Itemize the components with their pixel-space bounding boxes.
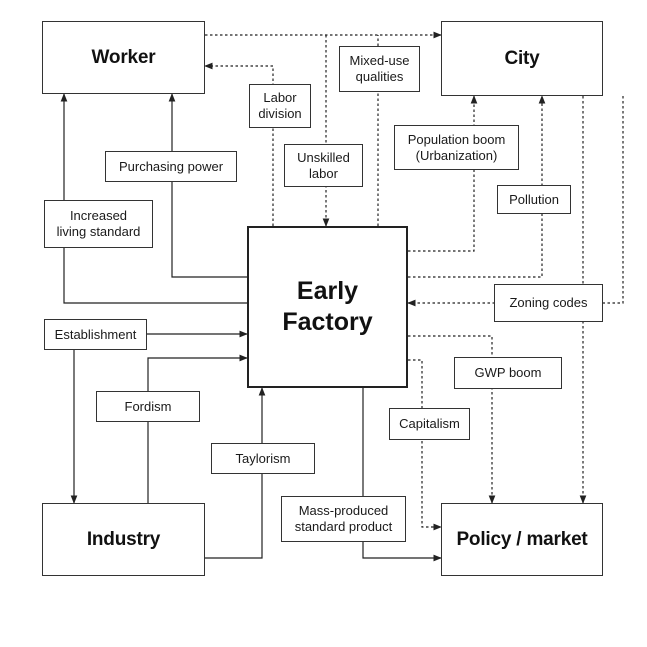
edge-mass-produced (362, 388, 442, 562)
label-gwp-boom: GWP boom (454, 357, 562, 389)
label-mixed-use-qualities: Mixed-use qualities (339, 46, 420, 92)
label-population-boom: Population boom (Urbanization) (394, 125, 519, 170)
label-taylorism: Taylorism (211, 443, 315, 474)
label-zoning-codes: Zoning codes (494, 284, 603, 322)
edge-purchasing-power (168, 93, 247, 278)
label-pollution: Pollution (497, 185, 571, 214)
edge-fordism (147, 354, 248, 503)
label-unskilled-labor: Unskilled labor (284, 144, 363, 187)
node-policy-market: Policy / market (441, 503, 603, 576)
label-capitalism: Capitalism (389, 408, 470, 440)
node-city: City (441, 21, 603, 96)
node-early-factory: Early Factory (247, 226, 408, 388)
edge-capitalism (408, 359, 442, 531)
label-establishment: Establishment (44, 319, 147, 350)
label-purchasing-power: Purchasing power (105, 151, 237, 182)
edge-labor-division (204, 62, 274, 226)
label-mass-produced-standard-product: Mass-produced standard product (281, 496, 406, 542)
edge-living-standard (60, 93, 247, 304)
label-labor-division: Labor division (249, 84, 311, 128)
node-industry: Industry (42, 503, 205, 576)
label-fordism: Fordism (96, 391, 200, 422)
edge-gwp-boom (408, 335, 496, 504)
node-worker: Worker (42, 21, 205, 94)
label-increased-living-standard: Increased living standard (44, 200, 153, 248)
edge-zoning-codes (407, 96, 624, 307)
edge-population-boom (408, 95, 478, 252)
